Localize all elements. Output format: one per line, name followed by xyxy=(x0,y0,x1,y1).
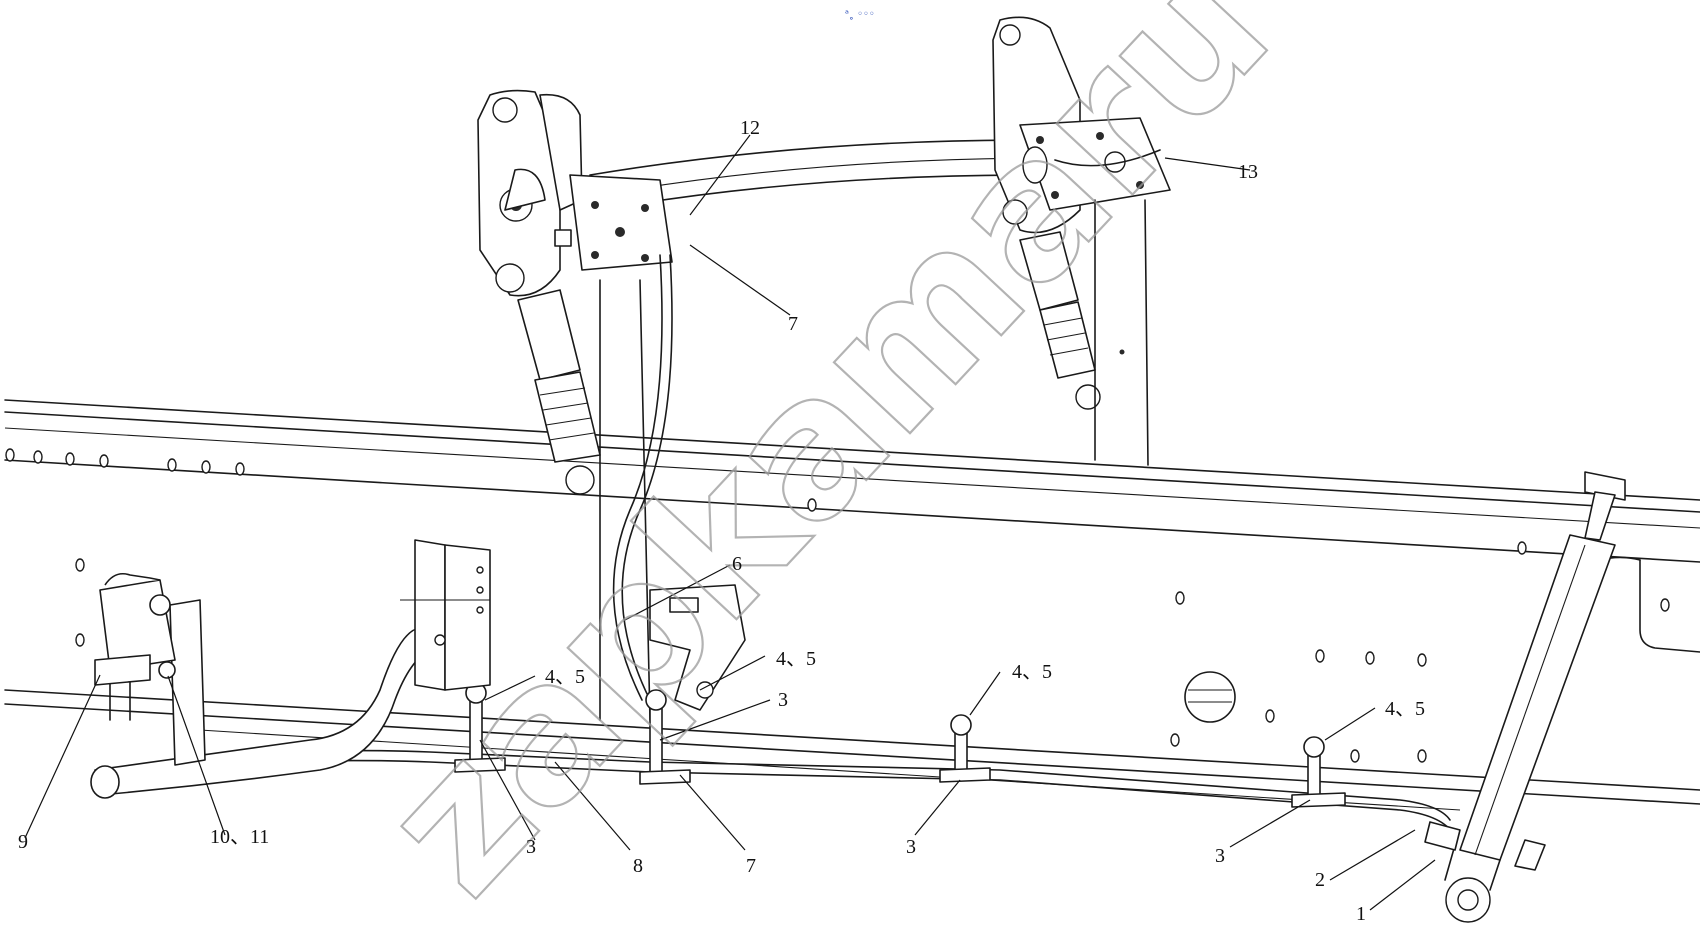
callout-4-5-d: 4、5 xyxy=(1385,698,1425,720)
callout-3-b: 3 xyxy=(526,836,536,858)
callout-10-11: 10、11 xyxy=(210,826,269,848)
left-mount-bracket xyxy=(569,174,673,271)
callout-4-5-c: 4、5 xyxy=(1012,661,1052,683)
callout-4-5-b: 4、5 xyxy=(776,648,816,670)
leader-lines xyxy=(24,134,1436,911)
callout-13: 13 xyxy=(1238,161,1258,183)
front-hinge-bracket xyxy=(400,539,491,691)
hand-pump xyxy=(94,572,206,766)
callout-3-c: 3 xyxy=(906,836,916,858)
callout-9: 9 xyxy=(18,831,28,853)
callout-3-d: 3 xyxy=(1215,845,1225,867)
left-shock-absorber xyxy=(517,289,601,495)
pipe-clip-c xyxy=(939,714,991,783)
pipe-clip-d xyxy=(1291,736,1346,808)
right-shock-absorber xyxy=(1019,199,1149,466)
callout-7-lower: 7 xyxy=(746,855,756,877)
callout-1: 1 xyxy=(1356,903,1366,925)
callout-2: 2 xyxy=(1315,869,1325,891)
rail-holes xyxy=(5,448,1670,763)
callout-12: 12 xyxy=(740,117,760,139)
callout-3-a: 3 xyxy=(778,689,788,711)
callout-labels: 12 13 7 6 4、5 4、5 3 4、5 4、5 9 10、11 3 8 … xyxy=(18,117,1425,925)
callout-7-upper: 7 xyxy=(788,313,798,335)
frame-rail xyxy=(4,399,1700,811)
pipe-clip-b xyxy=(639,689,691,785)
right-cab-mount xyxy=(992,16,1171,234)
rail-large-hole xyxy=(1184,671,1236,723)
callout-6: 6 xyxy=(732,553,742,575)
left-upright xyxy=(599,254,746,721)
callout-8: 8 xyxy=(633,855,643,877)
left-cab-mount xyxy=(477,89,673,297)
tilt-cylinder xyxy=(1444,471,1626,923)
callout-4-5-a: 4、5 xyxy=(545,666,585,688)
top-mark: ᵃ˳ ◦◦◦ xyxy=(845,9,875,20)
